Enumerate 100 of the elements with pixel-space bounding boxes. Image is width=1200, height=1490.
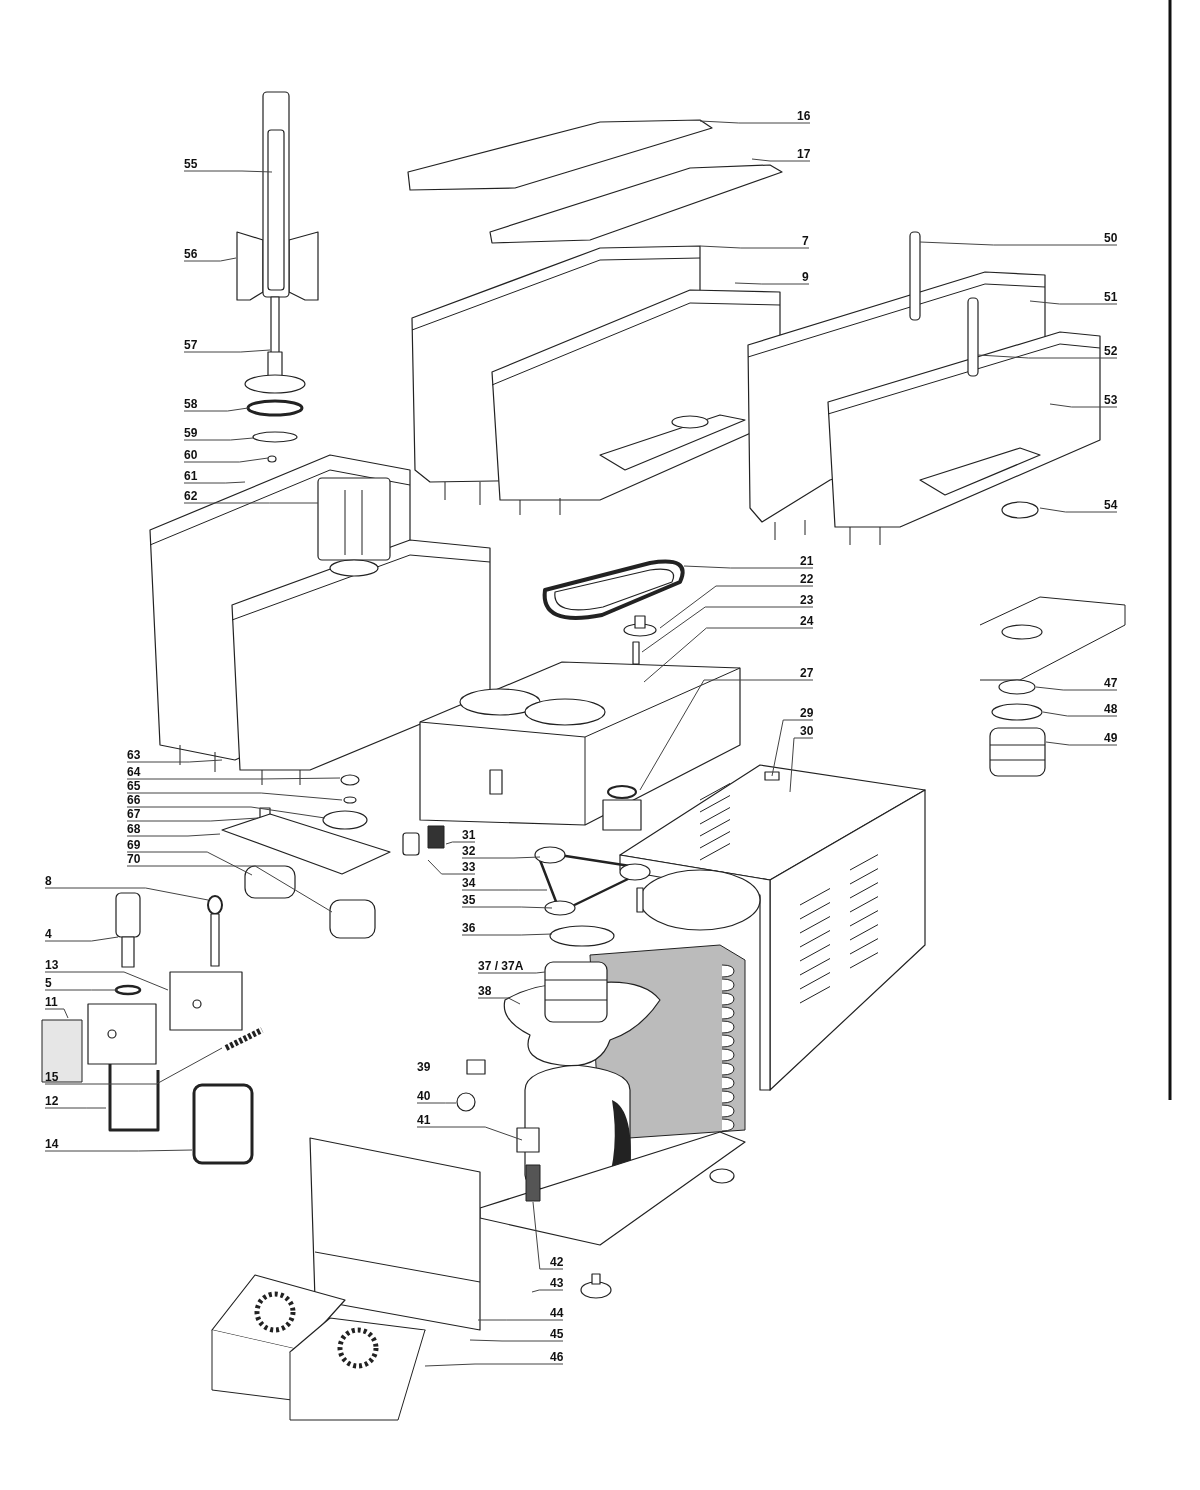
callout-number: 61 [184, 469, 198, 483]
callout-number: 23 [800, 593, 814, 607]
leader-line [416, 1102, 457, 1104]
callout-number: 14 [45, 1137, 59, 1151]
callout-number: 21 [800, 554, 814, 568]
callout-number: 33 [462, 860, 476, 874]
leader-line [1035, 686, 1118, 691]
callout-number: 52 [1104, 344, 1118, 358]
leader-line [126, 851, 253, 876]
callout-number: 16 [797, 109, 811, 123]
callout-number: 11 [45, 995, 58, 1009]
leader-line [183, 437, 254, 441]
leader-line [183, 170, 273, 173]
callout-number: 37 / 37A [478, 959, 524, 973]
callout-number: 62 [184, 489, 198, 503]
leader-line [416, 1126, 523, 1141]
callout-number: 40 [417, 1089, 431, 1103]
leader-line [1049, 403, 1118, 408]
leader-line [44, 887, 209, 901]
leader-line [44, 1149, 193, 1152]
leader-line [699, 245, 810, 249]
callout-number: 4 [45, 927, 52, 941]
callout-number: 17 [797, 147, 811, 161]
leader-line [699, 120, 811, 124]
callout-number: 51 [1104, 290, 1118, 304]
leader-line [183, 502, 319, 504]
leader-line [789, 737, 814, 793]
callout-number: 35 [462, 893, 476, 907]
leader-line [461, 889, 548, 891]
callout-number: 15 [45, 1070, 59, 1084]
callout-number: 39 [417, 1060, 431, 1074]
callout-number: 36 [462, 921, 476, 935]
callout-number: 31 [462, 828, 476, 842]
callout-number: 38 [478, 984, 492, 998]
callout-number: 64 [127, 765, 141, 779]
callout-number: 34 [462, 876, 476, 890]
callout-number: 45 [550, 1327, 564, 1341]
callout-number: 12 [45, 1094, 59, 1108]
callout-number: 32 [462, 844, 476, 858]
leader-line [643, 627, 814, 683]
callout-number: 9 [802, 270, 809, 284]
callout-number: 60 [184, 448, 198, 462]
callout-number: 5 [45, 976, 52, 990]
leader-line [44, 936, 119, 942]
callout-number: 48 [1104, 702, 1118, 716]
callout-number: 27 [800, 666, 814, 680]
callout-number: 66 [127, 793, 141, 807]
leader-line [1045, 741, 1118, 746]
leader-line [477, 1319, 564, 1321]
leader-line [639, 679, 814, 791]
callout-number: 46 [550, 1350, 564, 1364]
callout-number: 67 [127, 807, 141, 821]
leader-line [771, 719, 814, 777]
leader-line [477, 997, 521, 1005]
callout-number: 49 [1104, 731, 1118, 745]
leader-line [1039, 507, 1118, 513]
callout-number: 54 [1104, 498, 1118, 512]
leader-line [1042, 711, 1118, 717]
leader-line [183, 457, 269, 463]
leader-line [183, 481, 246, 484]
leader-line [751, 158, 811, 162]
leader-line [427, 859, 476, 875]
callout-number: 42 [550, 1255, 564, 1269]
callout-number: 56 [184, 247, 198, 261]
callout-number: 63 [127, 748, 141, 762]
callout-number: 41 [417, 1113, 431, 1127]
leader-line [461, 856, 541, 859]
callout-number: 69 [127, 838, 141, 852]
callout-number: 65 [127, 779, 141, 793]
leader-line [1029, 300, 1118, 305]
callout-number: 50 [1104, 231, 1118, 245]
leader-line [44, 1047, 223, 1085]
leader-line [183, 407, 249, 412]
leader-line [126, 865, 333, 913]
leader-line [683, 565, 814, 569]
leader-line [44, 1107, 107, 1109]
callout-number: 7 [802, 234, 809, 248]
leader-line [126, 806, 326, 819]
leader-line [659, 585, 814, 629]
callout-number: 55 [184, 157, 198, 171]
leader-line [126, 833, 221, 837]
leader-line [183, 257, 237, 262]
callout-number: 59 [184, 426, 198, 440]
callout-number: 13 [45, 958, 59, 972]
callout-number: 43 [550, 1276, 564, 1290]
leader-line [44, 971, 169, 991]
leader-line [461, 933, 553, 936]
leader-line [531, 1289, 564, 1293]
callout-number: 44 [550, 1306, 564, 1320]
callout-number: 57 [184, 338, 198, 352]
callout-number: 22 [800, 572, 814, 586]
leader-line [919, 241, 1118, 246]
callout-number: 58 [184, 397, 198, 411]
leader-line [424, 1363, 564, 1367]
callout-number: 47 [1104, 676, 1118, 690]
callout-number: 30 [800, 724, 814, 738]
leader-line [126, 777, 341, 780]
callout-number: 53 [1104, 393, 1118, 407]
leader-line [461, 906, 553, 909]
leader-line [734, 282, 810, 285]
